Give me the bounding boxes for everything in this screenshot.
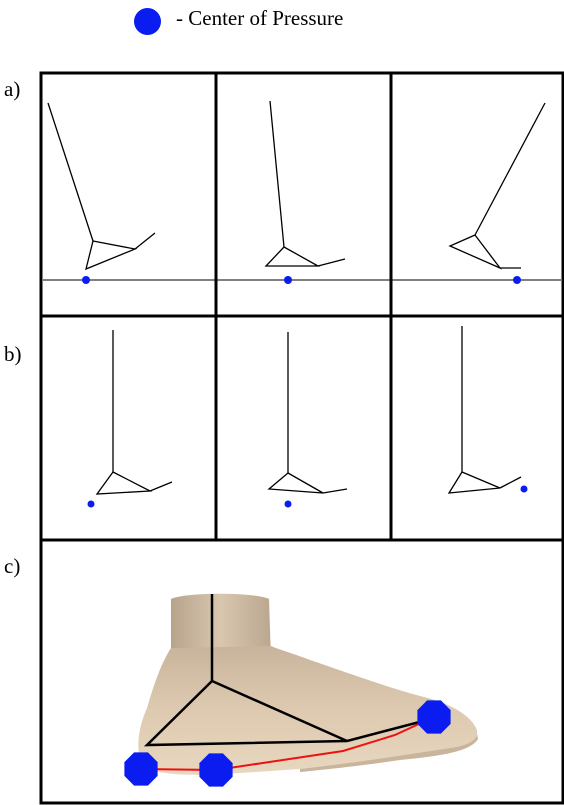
cop-marker-a3	[513, 276, 521, 284]
cop-marker-a2	[284, 276, 292, 284]
row-label-b: b)	[4, 342, 22, 366]
panel-grid	[39, 71, 564, 805]
shank-segment	[474, 102, 546, 236]
cop-marker-b1	[87, 500, 95, 508]
stick-figure-b2	[267, 332, 348, 494]
toe-segment	[499, 476, 522, 489]
row-label-a: a)	[4, 77, 21, 101]
toe-segment	[317, 258, 346, 267]
foot-triangle	[447, 471, 501, 494]
cop-marker-b3	[520, 485, 528, 493]
cop-trajectory	[140, 716, 435, 772]
cop-marker-a1	[82, 276, 90, 284]
row-label-c: c)	[4, 554, 21, 578]
toe-segment	[134, 232, 156, 250]
legend: - Center of Pressure	[134, 2, 344, 35]
foot-triangle	[143, 679, 348, 747]
stick-figure-a2	[264, 100, 346, 267]
outer-frame	[39, 71, 564, 805]
stick-figure-b3	[447, 326, 522, 494]
foot-triangle	[95, 471, 153, 495]
toe-segment	[149, 481, 173, 492]
toe-segment	[346, 717, 432, 743]
cop-marker-c-midfoot	[199, 753, 233, 787]
cop-marker-b2	[284, 500, 292, 508]
legend-label: - Center of Pressure	[176, 5, 344, 30]
center-of-pressure-legend-icon	[134, 7, 161, 35]
stick-figure-a3	[448, 102, 546, 270]
foot-triangle	[267, 472, 324, 494]
foot-triangle	[85, 240, 138, 271]
sole-shading	[300, 728, 478, 772]
toe-segment	[322, 488, 348, 494]
cop-marker-c-toe	[417, 700, 451, 734]
stick-figure-a1	[47, 102, 156, 271]
foot-triangle	[448, 234, 503, 270]
foot-triangle	[264, 246, 321, 267]
stick-figure-b1	[95, 330, 173, 495]
cop-marker-c-heel	[124, 752, 158, 786]
shank-segment	[269, 100, 285, 248]
shank-segment	[47, 102, 94, 242]
